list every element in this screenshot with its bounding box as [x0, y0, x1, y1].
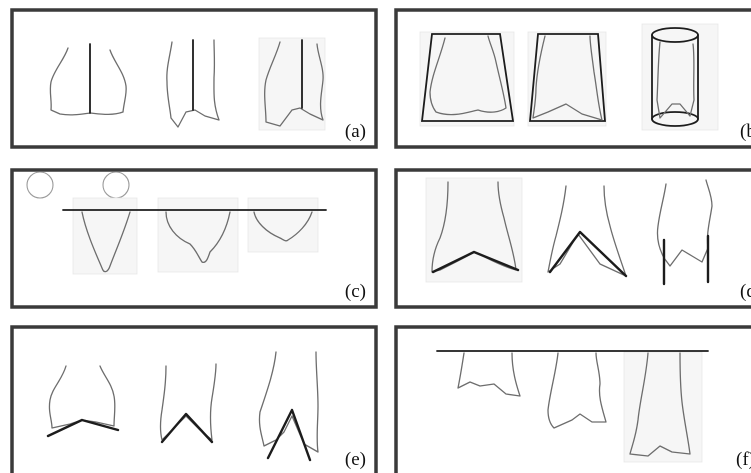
panel-a-label: (a): [345, 121, 366, 142]
panel-d-label: (d): [740, 281, 751, 302]
panel-d-sketch-3: [657, 180, 712, 284]
panel-d-sketch-1: [426, 178, 522, 282]
panel-b: (b): [396, 10, 751, 147]
panel-a-sketch-2: [167, 40, 219, 127]
panel-e-frame: [12, 327, 376, 473]
panel-a: (a): [12, 10, 376, 147]
panel-d: (d): [396, 170, 751, 307]
panel-e-sketch-1: [48, 366, 118, 436]
panel-f-sketch-2: [548, 353, 606, 428]
panel-f: (f): [396, 327, 751, 473]
panel-c-label: (c): [345, 281, 366, 302]
panel-c-faint-circle-2: [103, 172, 129, 198]
panel-b-sketch-2: [528, 32, 606, 126]
panel-c-faint-circle-1: [27, 172, 53, 198]
panel-c: (c): [12, 170, 376, 307]
panel-e-sketch-3: [259, 352, 318, 460]
panel-a-sketch-1: [50, 44, 126, 115]
panel-d-sketch-2: [548, 186, 626, 276]
panel-b-label: (b): [740, 121, 751, 142]
panel-f-label: (f): [736, 449, 751, 470]
panel-b-sketch-3: [642, 24, 718, 130]
panel-e-sketch-2: [161, 364, 217, 442]
panel-a-sketch-3: [259, 38, 325, 130]
panel-e: (e): [12, 327, 376, 473]
panel-f-sketch-1: [458, 353, 520, 396]
panel-b-sketch-1: [420, 32, 514, 126]
panel-e-label: (e): [345, 449, 366, 470]
